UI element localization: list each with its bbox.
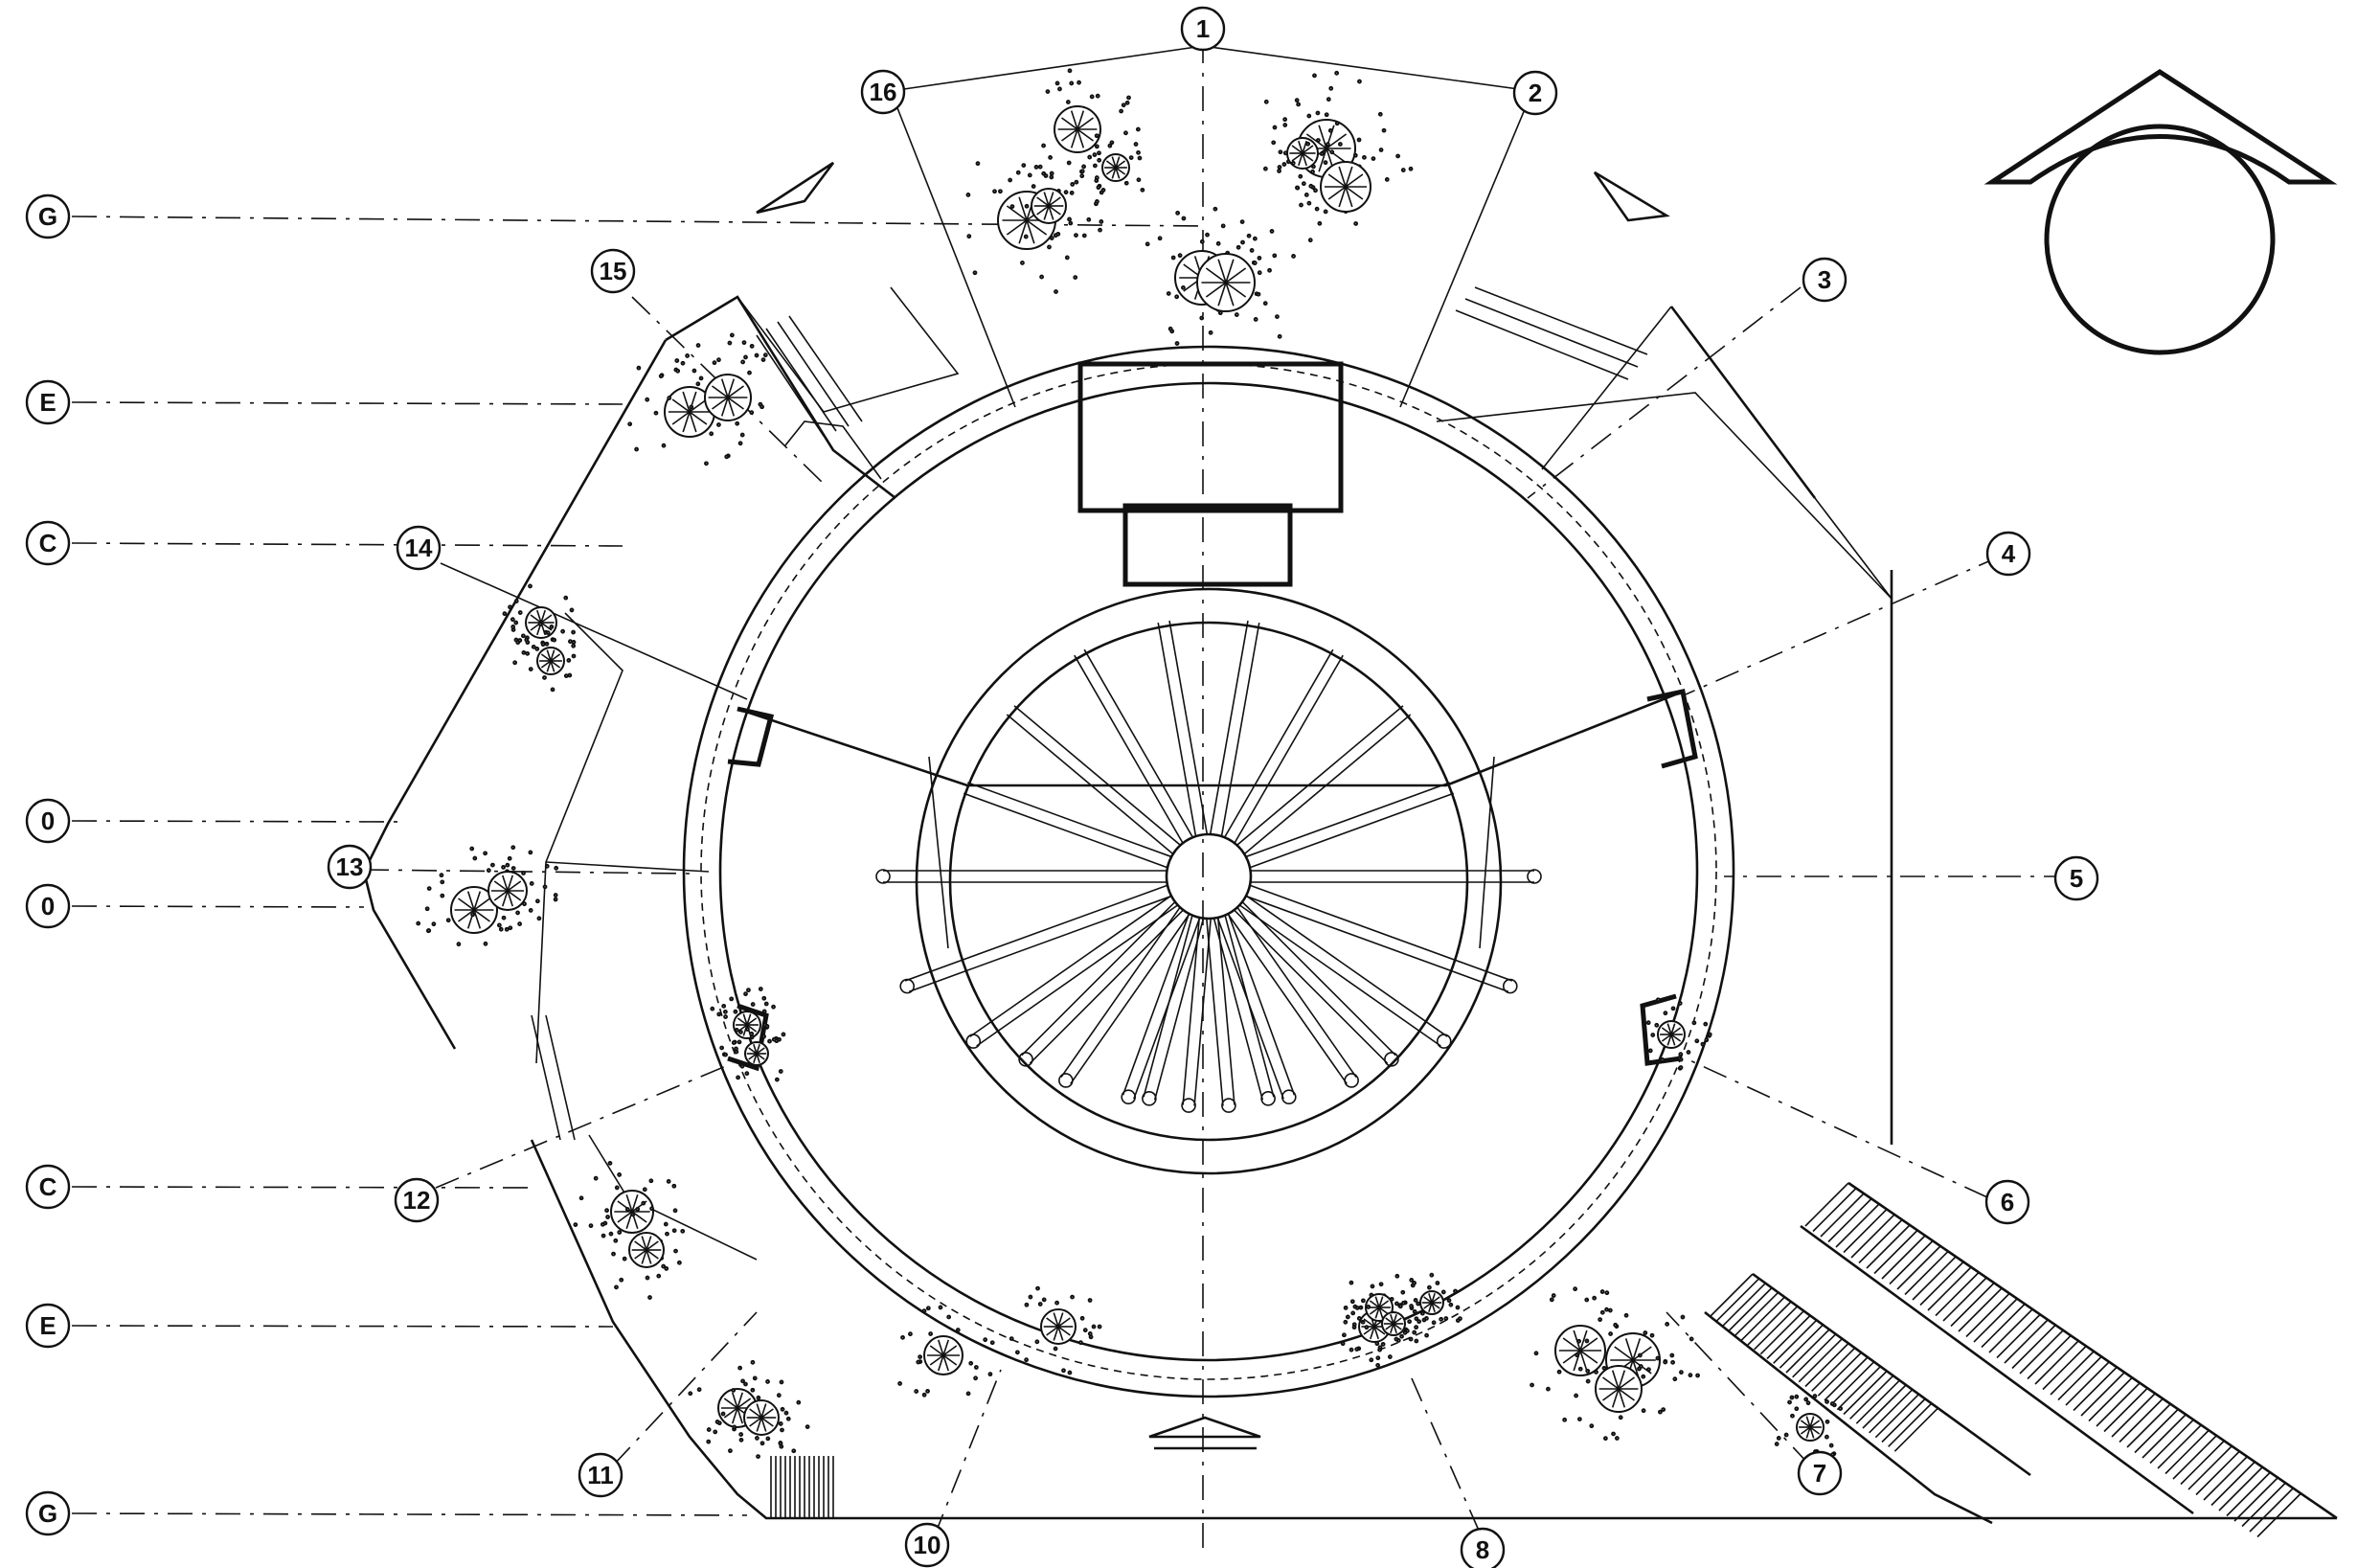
svg-text:5: 5 xyxy=(2070,864,2083,893)
canopy-rib xyxy=(1157,620,1209,836)
grid-marker-c-top: C xyxy=(25,520,71,566)
radial-marker-1: 1 xyxy=(1180,6,1226,52)
canopy-rib xyxy=(1058,907,1190,1088)
tree-symbol xyxy=(416,846,527,947)
tree-symbol xyxy=(1645,997,1712,1071)
svg-text:10: 10 xyxy=(914,1531,941,1559)
svg-text:2: 2 xyxy=(1529,79,1542,107)
grid-marker-0-bottom: 0 xyxy=(25,883,71,929)
canopy-rib xyxy=(1213,915,1276,1106)
radial-marker-16: 16 xyxy=(860,69,906,115)
svg-text:3: 3 xyxy=(1818,265,1831,294)
canopy-rib xyxy=(899,884,1171,994)
svg-text:8: 8 xyxy=(1476,1535,1489,1564)
canopy-rib xyxy=(1006,705,1181,854)
canopy-rib xyxy=(1074,648,1193,844)
grid-lines xyxy=(71,216,1208,1516)
grid-marker-e-top: E xyxy=(25,379,71,425)
grid-marker-e-bottom: E xyxy=(25,1303,71,1349)
svg-text:16: 16 xyxy=(870,78,897,106)
grid-marker-c-bottom: C xyxy=(25,1164,71,1210)
tree-symbol xyxy=(1343,1273,1409,1347)
svg-text:1: 1 xyxy=(1196,14,1210,43)
stair-ramp xyxy=(770,1181,2338,1538)
tree-symbol xyxy=(1774,1394,1844,1458)
grid-marker-0-top: 0 xyxy=(25,798,71,844)
tree-symbol xyxy=(1290,121,1414,243)
tree-symbol xyxy=(1081,130,1145,195)
tree-symbol xyxy=(1166,206,1296,339)
tree-symbol xyxy=(1397,1272,1462,1338)
entrance-block xyxy=(1077,361,1344,587)
radial-marker-8: 8 xyxy=(1460,1527,1506,1568)
site-boundary xyxy=(362,286,2337,1520)
radial-marker-4: 4 xyxy=(1985,531,2031,577)
canopy-rib xyxy=(965,895,1178,1049)
radial-spokes xyxy=(875,620,1542,1113)
radial-marker-12: 12 xyxy=(394,1177,440,1223)
svg-text:E: E xyxy=(39,1311,56,1340)
key-map-icon xyxy=(1983,69,2338,355)
tree-symbol xyxy=(1364,1289,1429,1359)
tree-symbol xyxy=(720,1375,810,1454)
canopy-rib xyxy=(1246,782,1455,869)
tree-symbol xyxy=(1562,1330,1668,1442)
canopy-rib xyxy=(1236,705,1412,854)
stair-steps xyxy=(531,286,1648,1141)
svg-text:C: C xyxy=(39,529,57,557)
tree-symbol xyxy=(1262,110,1343,197)
radial-marker-7: 7 xyxy=(1797,1450,1843,1496)
canopy-rib xyxy=(1239,895,1452,1049)
tree-symbol xyxy=(1009,1285,1102,1375)
svg-text:0: 0 xyxy=(41,807,55,835)
svg-text:G: G xyxy=(38,1499,57,1528)
tree-symbol xyxy=(601,1200,686,1300)
radial-marker-6: 6 xyxy=(1984,1179,2030,1225)
radial-marker-2: 2 xyxy=(1512,70,1558,116)
svg-text:13: 13 xyxy=(336,852,364,881)
canopy-rib xyxy=(1246,884,1518,994)
svg-text:C: C xyxy=(39,1172,57,1201)
svg-text:4: 4 xyxy=(2002,539,2016,568)
grid-marker-g-bottom: G xyxy=(25,1490,71,1536)
grid-marker-g-top: G xyxy=(25,193,71,239)
svg-text:15: 15 xyxy=(600,257,627,285)
canopy-rib xyxy=(1227,907,1359,1088)
tree-symbol xyxy=(897,1305,995,1398)
svg-text:6: 6 xyxy=(2001,1188,2014,1216)
svg-text:7: 7 xyxy=(1813,1459,1826,1488)
svg-text:G: G xyxy=(38,202,57,231)
radial-marker-10: 10 xyxy=(904,1522,950,1568)
canopy-rib xyxy=(875,869,1167,884)
tree-symbol xyxy=(1009,165,1099,250)
svg-text:E: E xyxy=(39,388,56,417)
landscaping xyxy=(416,68,1844,1460)
radial-marker-5: 5 xyxy=(2053,855,2099,901)
radial-marker-11: 11 xyxy=(578,1452,623,1498)
canopy-rib xyxy=(1142,915,1205,1106)
tree-symbol xyxy=(721,1022,786,1082)
svg-text:0: 0 xyxy=(41,892,55,920)
canopy-rib xyxy=(1209,620,1260,836)
radial-marker-13: 13 xyxy=(327,844,373,890)
canopy-rib xyxy=(1224,648,1344,844)
canopy-rib xyxy=(1181,918,1212,1113)
canopy-rib xyxy=(1018,901,1184,1067)
svg-text:12: 12 xyxy=(403,1186,431,1215)
canopy-rib xyxy=(1206,918,1236,1113)
radial-marker-14: 14 xyxy=(396,525,442,571)
tree-symbol xyxy=(965,161,1104,294)
tree-symbol xyxy=(470,845,559,932)
svg-text:14: 14 xyxy=(405,534,433,562)
svg-text:11: 11 xyxy=(587,1461,614,1489)
radial-marker-3: 3 xyxy=(1802,257,1847,303)
canopy-rib xyxy=(1234,901,1399,1067)
canopy-rib xyxy=(963,782,1171,869)
tree-symbol xyxy=(512,622,577,693)
tree-symbol xyxy=(667,332,768,460)
radial-marker-15: 15 xyxy=(590,248,636,294)
canopy-rib xyxy=(1251,869,1542,884)
bench-symbols xyxy=(756,161,1670,1450)
